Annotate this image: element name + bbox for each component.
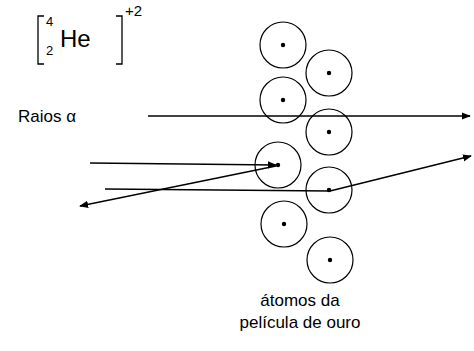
element-symbol: He — [60, 25, 91, 53]
alpha-trajectories — [80, 116, 471, 206]
ray-label: Raios α — [18, 107, 76, 127]
bracket — [38, 16, 122, 64]
atomic-number: 2 — [46, 44, 53, 59]
nuclei — [276, 43, 332, 262]
mass-number: 4 — [46, 15, 53, 30]
film-label: átomos da película de ouro — [234, 290, 366, 334]
ion-charge: +2 — [125, 2, 142, 19]
gold-atoms — [255, 22, 353, 283]
